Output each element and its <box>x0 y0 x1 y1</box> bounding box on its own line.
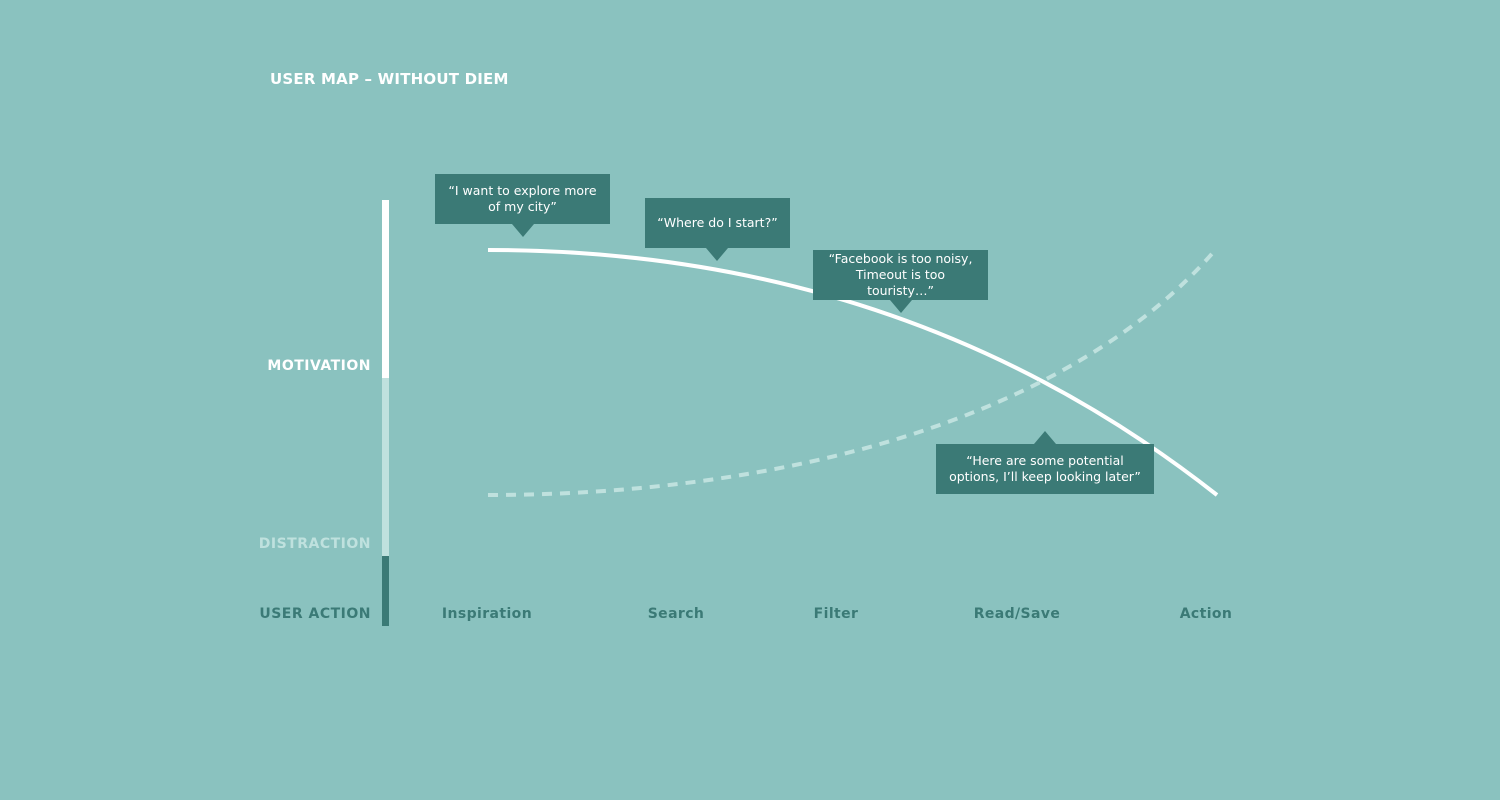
bubble-tail <box>706 248 728 261</box>
quote-bubble-inspiration: “I want to explore more of my city” <box>435 174 610 237</box>
page-title: USER MAP – WITHOUT DIEM <box>270 70 509 88</box>
quote-text: “Facebook is too noisy, Timeout is too t… <box>828 251 973 298</box>
user-action-label: USER ACTION <box>259 606 371 622</box>
quote-text: “Here are some potential options, I’ll k… <box>949 453 1141 484</box>
motivation-label: MOTIVATION <box>267 358 371 374</box>
quote-bubble-filter: “Facebook is too noisy, Timeout is too t… <box>813 250 988 313</box>
stage-read-save: Read/Save <box>973 606 1061 622</box>
stage-inspiration: Inspiration <box>441 606 533 622</box>
distraction-axis-segment <box>382 378 389 556</box>
stage-filter: Filter <box>813 606 859 622</box>
bubble-tail <box>512 224 534 237</box>
stage-search: Search <box>647 606 705 622</box>
quote-bubble-search: “Where do I start?” <box>645 198 790 261</box>
stage-action: Action <box>1179 606 1233 622</box>
motivation-axis-segment <box>382 200 389 378</box>
motivation-curve <box>487 248 1219 497</box>
quote-text: “I want to explore more of my city” <box>448 183 597 214</box>
distraction-label: DISTRACTION <box>258 536 371 552</box>
bubble-tail <box>890 300 912 313</box>
distraction-curve <box>487 246 1219 497</box>
quote-bubble-read-save: “Here are some potential options, I’ll k… <box>936 431 1154 494</box>
quote-text: “Where do I start?” <box>657 215 778 230</box>
bubble-tail <box>1034 431 1056 444</box>
user-action-axis-segment <box>382 556 389 626</box>
